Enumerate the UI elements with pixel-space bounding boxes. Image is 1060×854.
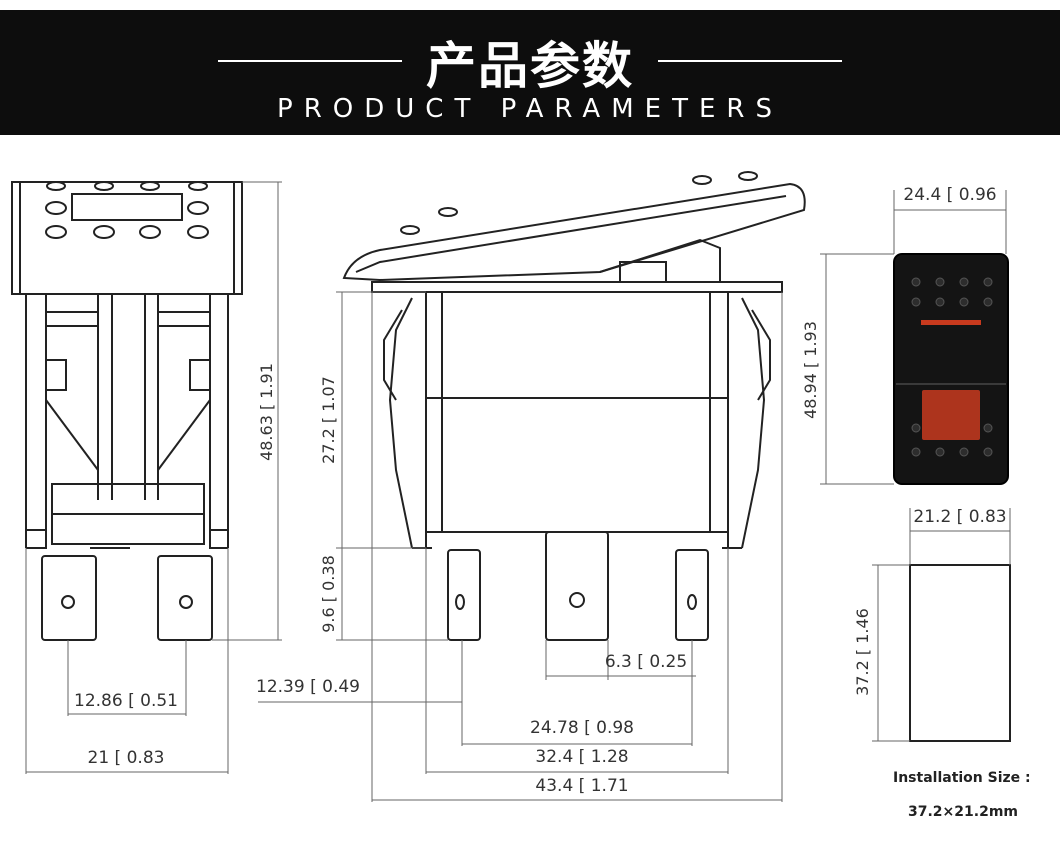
panel-width-label: 24.4 [ 0.96 xyxy=(903,185,996,205)
page-title: 产品参数 xyxy=(426,37,634,95)
overall-width-label: 43.4 [ 1.71 xyxy=(535,776,628,796)
header-banner: 产品参数 PRODUCT PARAMETERS xyxy=(0,10,1060,135)
panel-view-dimensions xyxy=(820,190,1007,485)
panel-view xyxy=(893,253,1009,485)
title-rule-left xyxy=(218,60,402,62)
cutout-height-label: 37.2 [ 1.46 xyxy=(853,608,872,696)
side-view-dimensions xyxy=(25,181,282,774)
body-width-label: 32.4 [ 1.28 xyxy=(535,747,628,767)
side-height-label: 48.63 [ 1.91 xyxy=(257,363,276,461)
panel-height-label: 48.94 [ 1.93 xyxy=(801,321,820,419)
cutout-dimensions xyxy=(872,508,1011,742)
body-height-label: 27.2 [ 1.07 xyxy=(319,376,338,464)
terminal-width-label: 6.3 [ 0.25 xyxy=(605,652,687,672)
page-subtitle: PRODUCT PARAMETERS xyxy=(277,94,783,124)
indicator-bar xyxy=(921,320,981,325)
cutout-width-label: 21.2 [ 0.83 xyxy=(913,507,1006,527)
terminal-length-label: 9.6 [ 0.38 xyxy=(319,555,338,633)
front-view-dimensions xyxy=(258,291,783,802)
installation-label: Installation Size : xyxy=(893,770,1031,786)
pin-spacing-label: 12.86 [ 0.51 xyxy=(74,691,178,711)
installation-value: 37.2×21.2mm xyxy=(908,804,1018,820)
title-rule-right xyxy=(658,60,842,62)
side-view xyxy=(11,181,243,641)
terminal-spacing-label: 24.78 [ 0.98 xyxy=(530,718,634,738)
front-view xyxy=(342,171,806,641)
cutout-view xyxy=(909,564,1011,742)
offset-label: 12.39 [ 0.49 xyxy=(256,677,360,697)
indicator-window xyxy=(922,390,980,440)
side-width-label: 21 [ 0.83 xyxy=(88,748,165,768)
